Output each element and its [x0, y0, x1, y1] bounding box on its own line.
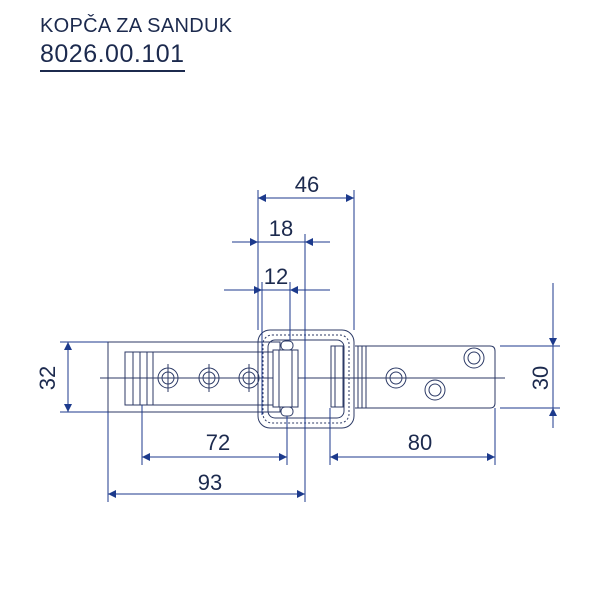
dimension-72: 72: [142, 430, 287, 461]
drawing-title: KOPČA ZA SANDUK: [40, 15, 233, 37]
screw-hole: [463, 347, 485, 369]
right-plate: [330, 345, 496, 409]
dimension-46: 46: [258, 172, 354, 202]
rivet-hole: [198, 364, 220, 392]
dimension-12: 12: [224, 264, 330, 294]
dimension-32: 32: [35, 342, 72, 412]
dimension-label: 46: [295, 172, 319, 197]
screw-hole: [424, 379, 446, 401]
dimension-18: 18: [232, 216, 330, 246]
roller: [272, 340, 299, 417]
left-plate: [107, 341, 281, 413]
rivet-hole: [238, 364, 260, 392]
screw-hole: [385, 367, 407, 389]
latch-loop: [257, 329, 355, 429]
dimension-93: 93: [108, 470, 305, 498]
dimension-label: 18: [269, 216, 293, 241]
dimension-label: 12: [264, 264, 288, 289]
dimension-30: 30: [528, 283, 557, 428]
dimension-label: 72: [206, 430, 230, 455]
dimension-80: 80: [330, 430, 495, 461]
dimension-label: 93: [198, 470, 222, 495]
rivet-hole: [157, 364, 179, 392]
dimension-label: 32: [35, 366, 60, 390]
part-number: 8026.00.101: [40, 40, 185, 72]
dimension-label: 80: [408, 430, 432, 455]
dimension-label: 30: [528, 366, 553, 390]
